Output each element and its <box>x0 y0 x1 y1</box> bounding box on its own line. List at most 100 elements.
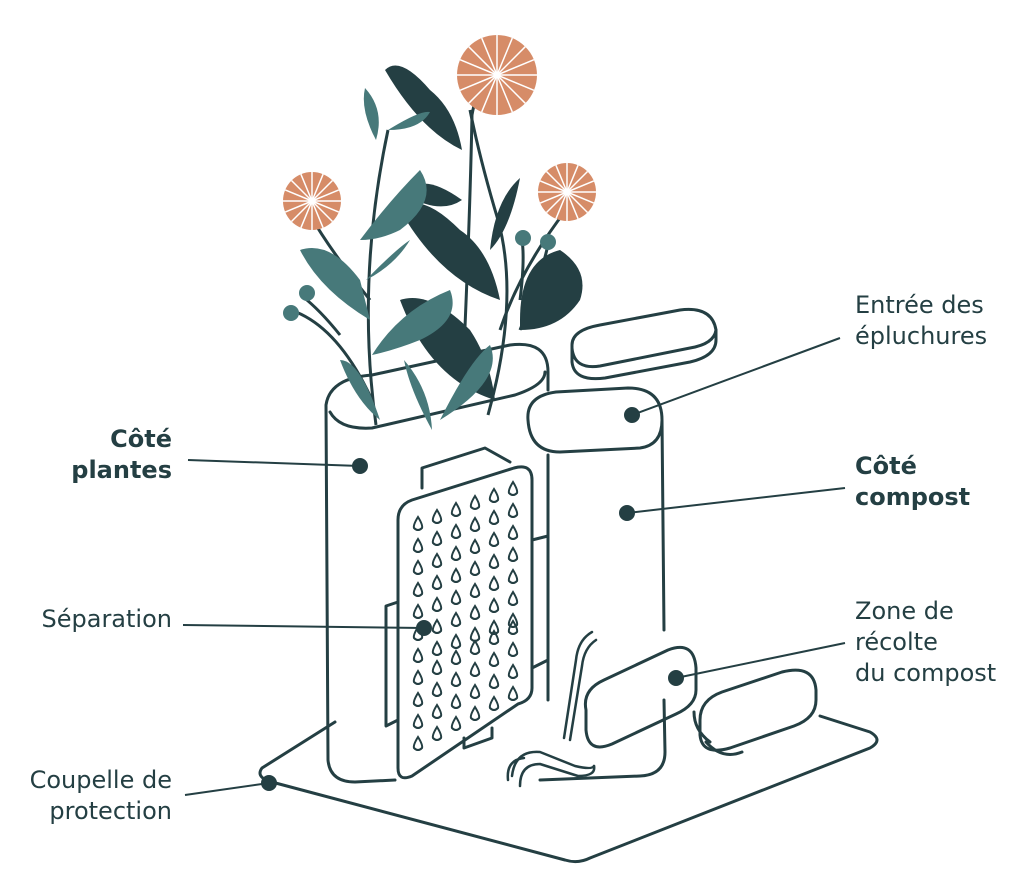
flower-ray <box>496 58 535 76</box>
drop-icon <box>431 640 443 656</box>
flower-ray <box>284 200 313 213</box>
label-harvest-zone: Zone de récolte du compost <box>855 596 996 689</box>
drop-icon <box>507 502 519 518</box>
drop-icon <box>431 508 443 524</box>
plants <box>283 35 596 430</box>
drop-icon <box>412 559 424 575</box>
label-plant-side: Côté plantes <box>60 424 172 486</box>
label-line: Côté <box>855 452 917 480</box>
harvest-lid <box>698 668 818 756</box>
drop-icon <box>488 673 500 689</box>
worm-icon <box>562 630 598 742</box>
drop-icon <box>431 681 443 697</box>
drop-icon <box>469 626 481 642</box>
flower-ray <box>545 170 568 193</box>
drop-icon <box>450 649 462 665</box>
drop-icon <box>488 619 500 635</box>
drop-icon <box>488 553 500 569</box>
label-separation: Séparation <box>41 605 173 633</box>
label-line: récolte <box>855 628 938 656</box>
drop-icon <box>412 515 424 531</box>
flower-ray <box>539 191 568 204</box>
flower-ray <box>300 173 313 202</box>
drop-icon <box>469 494 481 510</box>
peelings-lid <box>570 307 718 381</box>
label-line: Zone de <box>855 597 954 625</box>
flower-ray <box>284 189 313 202</box>
drop-icon <box>507 546 519 562</box>
drop-icon <box>431 703 443 719</box>
flower-ray <box>496 74 514 113</box>
drop-icon <box>507 663 519 679</box>
drop-icon <box>412 713 424 729</box>
flower-ray <box>468 46 498 76</box>
label-line: protection <box>49 797 172 825</box>
flower-ray <box>496 46 526 76</box>
harvest-zone <box>583 645 698 749</box>
flower-ray <box>290 179 313 202</box>
flower-ray <box>311 200 334 223</box>
drop-icon <box>469 516 481 532</box>
flower-ray <box>566 180 595 193</box>
flower-ray <box>311 173 324 202</box>
flower-ray <box>290 200 313 223</box>
flower-ray <box>496 74 535 92</box>
drop-icon <box>450 545 462 561</box>
flower-icon <box>283 35 596 230</box>
drop-icon <box>488 509 500 525</box>
drop-icon <box>488 531 500 547</box>
drop-icon <box>469 560 481 576</box>
flower-ray <box>311 179 334 202</box>
drop-icon <box>488 629 500 645</box>
drop-icon <box>431 530 443 546</box>
drop-icon <box>488 575 500 591</box>
drop-icon <box>488 695 500 711</box>
label-line: plantes <box>71 456 172 484</box>
drop-icon <box>450 671 462 687</box>
drop-icon <box>431 596 443 612</box>
label-peelings-input: Entrée des épluchures <box>855 290 987 352</box>
flower-ray <box>566 191 579 220</box>
flower-ray <box>539 180 568 193</box>
compost-side-tank <box>526 386 667 782</box>
drop-icon <box>431 552 443 568</box>
protection-tray <box>258 714 879 864</box>
label-protection-tray: Coupelle de protection <box>0 765 172 827</box>
flower-ray <box>496 74 526 104</box>
drop-icon <box>507 619 519 635</box>
flower-ray <box>566 170 589 193</box>
drop-icon <box>450 501 462 517</box>
drop-icon <box>469 639 481 655</box>
drop-icon <box>469 582 481 598</box>
flower-ray <box>311 200 340 213</box>
separation-panel <box>396 465 534 780</box>
label-line: du compost <box>855 659 997 687</box>
drop-icon <box>412 581 424 597</box>
drop-icon <box>507 568 519 584</box>
drop-icon <box>412 735 424 751</box>
flower-ray <box>311 200 324 229</box>
flower-ray <box>300 200 313 229</box>
label-line: compost <box>855 483 971 511</box>
label-line: Côté <box>110 425 172 453</box>
flower-ray <box>496 37 514 76</box>
flower-ray <box>545 191 568 214</box>
drop-icon <box>469 604 481 620</box>
drop-icon <box>450 693 462 709</box>
flower-ray <box>480 37 498 76</box>
drop-icon <box>431 618 443 634</box>
label-line: Entrée des <box>855 291 984 319</box>
drop-icon <box>412 537 424 553</box>
drop-icon <box>488 651 500 667</box>
drop-icon <box>450 715 462 731</box>
drop-icon <box>507 685 519 701</box>
flower-ray <box>311 189 340 202</box>
flower-ray <box>566 191 589 214</box>
drop-icon <box>507 612 519 628</box>
leader-lines <box>182 337 846 796</box>
drop-icon <box>507 590 519 606</box>
drop-icon <box>412 691 424 707</box>
drop-icon <box>431 574 443 590</box>
drop-icon <box>450 633 462 649</box>
